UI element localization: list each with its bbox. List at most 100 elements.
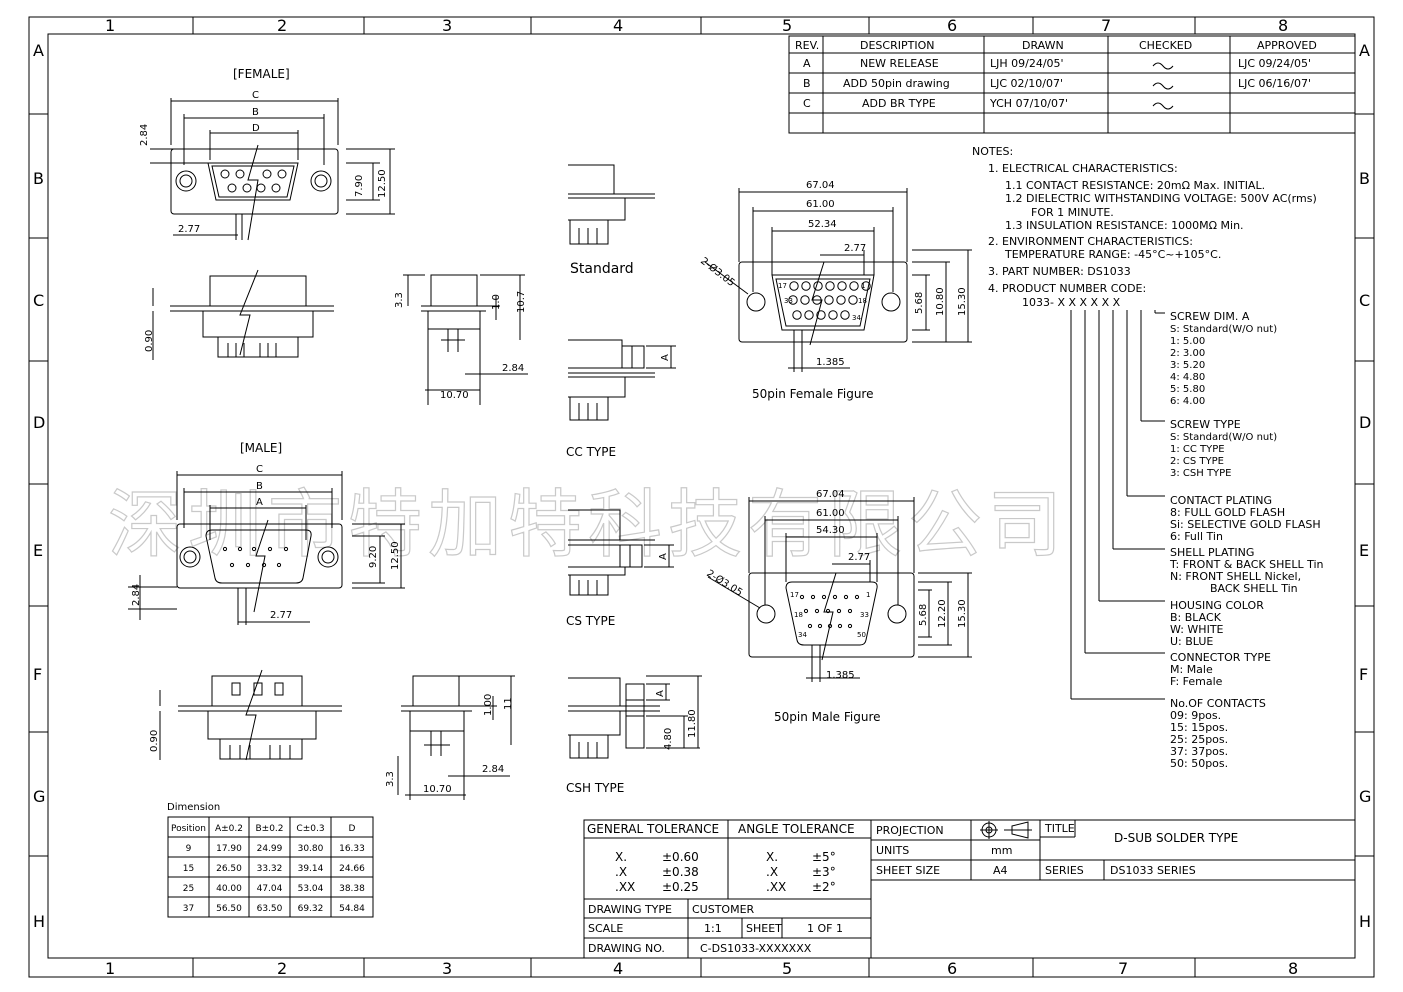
zone-col-label: 5 bbox=[782, 959, 792, 978]
gen-tol-xx-val: ±0.38 bbox=[662, 865, 699, 879]
notes-line-8: 3. PART NUMBER: DS1033 bbox=[988, 265, 1131, 278]
code-group-item: 09: 9pos. bbox=[1170, 709, 1221, 722]
female-label: [FEMALE] bbox=[233, 67, 290, 81]
female-profile-3.3: 3.3 bbox=[394, 292, 405, 308]
rev-c-rev: C bbox=[803, 97, 811, 110]
rev-a-approved: LJC 09/24/05' bbox=[1238, 57, 1311, 70]
notes-line-9: 4. PRODUCT NUMBER CODE: bbox=[988, 282, 1146, 295]
cc-dim-a: A bbox=[660, 354, 671, 361]
f50-pin-34: 34 bbox=[852, 314, 861, 322]
pin-contact bbox=[847, 623, 853, 629]
ang-tol-xx: .X bbox=[766, 865, 778, 879]
ang-tol-xxx: .XX bbox=[766, 880, 786, 894]
notes-line-5: 1.3 INSULATION RESISTANCE: 1000MΩ Min. bbox=[1005, 219, 1244, 232]
pin-socket bbox=[816, 310, 826, 320]
code-group-item: M: Male bbox=[1170, 663, 1213, 676]
code-group-title: No.OF CONTACTS bbox=[1170, 697, 1266, 710]
rev-b-approved: LJC 06/16/07' bbox=[1238, 77, 1311, 90]
pin-socket bbox=[848, 295, 858, 305]
code-tree: SCREW DIM. AS: Standard(W/O nut)1: 5.002… bbox=[1169, 310, 1324, 770]
m50-dim-67.04: 67.04 bbox=[816, 489, 845, 500]
csh-type-label: CSH TYPE bbox=[566, 781, 624, 795]
drawing-type-label: DRAWING TYPE bbox=[588, 903, 672, 916]
gen-tol-xxx-val: ±0.25 bbox=[662, 880, 699, 894]
code-group-item: 5: 5.80 bbox=[1170, 384, 1205, 395]
csh-type-view bbox=[568, 675, 702, 759]
rev-header-approved: APPROVED bbox=[1257, 39, 1317, 52]
zone-row-label: F bbox=[33, 665, 42, 684]
rev-b-desc: ADD 50pin drawing bbox=[843, 77, 950, 90]
pin-socket bbox=[861, 281, 871, 291]
male-profile-view bbox=[397, 675, 515, 800]
drawing-no-label: DRAWING NO. bbox=[588, 942, 665, 955]
dim-table-cell: 39.14 bbox=[298, 864, 324, 874]
f50-dim-67.04: 67.04 bbox=[806, 180, 835, 191]
male-label: [MALE] bbox=[240, 441, 282, 455]
dim-table-cell: 53.04 bbox=[298, 884, 324, 894]
male-dim-b: B bbox=[256, 481, 263, 492]
zone-row-label: G bbox=[33, 787, 45, 806]
pin-contact bbox=[821, 594, 827, 600]
code-group-title: SCREW TYPE bbox=[1170, 418, 1241, 431]
pin-contact bbox=[847, 608, 853, 614]
zone-row-label: E bbox=[1359, 541, 1369, 560]
male-dim-c: C bbox=[256, 464, 263, 475]
code-group-item: 6: 4.00 bbox=[1170, 396, 1205, 407]
units-value: mm bbox=[991, 844, 1012, 857]
dim-table-cell: 30.80 bbox=[298, 844, 324, 854]
notes-line-7: TEMPERATURE RANGE: -45°C~+105°C. bbox=[1004, 248, 1221, 261]
code-group-item: S: Standard(W/O nut) bbox=[1170, 432, 1277, 443]
m50-pin-34: 34 bbox=[798, 631, 807, 639]
zone-col-label: 4 bbox=[613, 16, 623, 35]
zone-col-label: 2 bbox=[277, 16, 287, 35]
pin-socket bbox=[836, 295, 846, 305]
csh-dim-a: A bbox=[655, 690, 666, 697]
sheet-value: 1 OF 1 bbox=[807, 922, 843, 935]
rev-header-desc: DESCRIPTION bbox=[860, 39, 934, 52]
ang-tol-xxx-val: ±2° bbox=[812, 880, 836, 894]
csh-dim-4.80: 4.80 bbox=[663, 728, 674, 750]
pin-socket bbox=[825, 281, 835, 291]
zone-row-label: A bbox=[1359, 41, 1370, 60]
f50-dim-2.77: 2.77 bbox=[844, 243, 866, 254]
dim-table-cell: 38.38 bbox=[339, 884, 365, 894]
angle-tolerance-label: ANGLE TOLERANCE bbox=[738, 822, 855, 836]
code-group-item: B: BLACK bbox=[1170, 611, 1222, 624]
code-group-item: 1: 5.00 bbox=[1170, 336, 1205, 347]
checked-squiggles bbox=[1152, 62, 1174, 110]
zone-col-label: 1 bbox=[105, 959, 115, 978]
rev-b-rev: B bbox=[803, 77, 811, 90]
dim-table-cell: 54.84 bbox=[339, 904, 365, 914]
notes-line-1: 1. ELECTRICAL CHARACTERISTICS: bbox=[988, 162, 1178, 175]
rev-b-drawn: LJC 02/10/07' bbox=[990, 77, 1063, 90]
female-dim-2.77: 2.77 bbox=[178, 224, 200, 235]
dim-table-cell: 37 bbox=[183, 904, 194, 914]
code-group-item: 2: CS TYPE bbox=[1170, 456, 1224, 467]
female-dim-12.50: 12.50 bbox=[377, 169, 388, 198]
dim-table-cell: 63.50 bbox=[257, 904, 283, 914]
notes-line-4: FOR 1 MINUTE. bbox=[1031, 206, 1114, 219]
male-dim-a: A bbox=[256, 497, 263, 508]
code-group-item: Si: SELECTIVE GOLD FLASH bbox=[1170, 518, 1321, 531]
male-dim-2.84: 2.84 bbox=[131, 584, 142, 606]
rev-a-desc: NEW RELEASE bbox=[860, 57, 939, 70]
gen-tol-xxx: .XX bbox=[615, 880, 635, 894]
dim-table-cell: 40.00 bbox=[216, 884, 242, 894]
watermark: 深圳市特加特科技有限公司 bbox=[108, 482, 1068, 568]
ang-tol-xx-val: ±3° bbox=[812, 865, 836, 879]
code-group-item: 3: 5.20 bbox=[1170, 360, 1205, 371]
code-group-item: 3: CSH TYPE bbox=[1170, 468, 1232, 479]
male-dim-2.77: 2.77 bbox=[270, 610, 292, 621]
zone-row-label: E bbox=[33, 541, 43, 560]
code-group-item: 8: FULL GOLD FLASH bbox=[1170, 506, 1285, 519]
scale-value: 1:1 bbox=[704, 922, 722, 935]
m50-dim-61.00: 61.00 bbox=[816, 508, 845, 519]
gen-tol-xx: .X bbox=[615, 865, 627, 879]
female-dim-c: C bbox=[252, 90, 259, 101]
zone-col-label: 7 bbox=[1118, 959, 1128, 978]
code-group-item: 1: CC TYPE bbox=[1170, 444, 1225, 455]
female-profile-1.0: 1.0 bbox=[491, 294, 502, 310]
code-group-title: CONTACT PLATING bbox=[1170, 494, 1272, 507]
dim-table-cell: 47.04 bbox=[257, 884, 283, 894]
male-side-0.90: 0.90 bbox=[149, 730, 160, 752]
